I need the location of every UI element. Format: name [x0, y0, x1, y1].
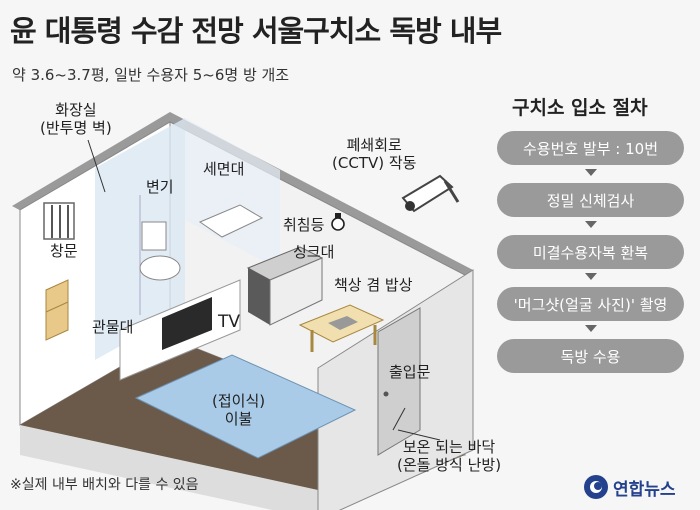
front-wall: [20, 425, 318, 510]
toilet-tank: [141, 221, 167, 251]
label-toilet-room: 화장실 (반투명 벽): [40, 101, 112, 137]
toilet-glass-back: [185, 118, 280, 270]
door-panel: [377, 307, 421, 456]
tv-screen: [162, 297, 212, 350]
night-light-icon: [331, 213, 345, 231]
disclaimer-note: ※실제 내부 배치와 다를 수 있음: [10, 477, 199, 493]
logo-text: 연합뉴스: [613, 479, 676, 500]
toilet-bowl: [139, 255, 181, 281]
floor-pointer: [397, 429, 441, 441]
procedure-step: 미결수용자복 환복: [497, 235, 684, 269]
procedure-arrow: [585, 325, 597, 332]
desk-tray: [328, 316, 358, 330]
procedure-step: 수용번호 발부 : 10번: [497, 131, 684, 165]
cctv-icon: [401, 174, 460, 213]
label-cabinet: 관물대: [92, 318, 134, 336]
label-tv: TV: [218, 312, 241, 332]
label-night-light: 취침등: [283, 216, 325, 234]
sink-side: [248, 268, 270, 325]
procedure-step: 독방 수용: [497, 339, 684, 373]
cabinet-shelf: [45, 301, 69, 313]
label-toilet: 변기: [146, 178, 174, 196]
toilet-room-pointer: [87, 139, 106, 193]
sink-front: [269, 257, 323, 326]
floor-pointer: [392, 407, 406, 431]
label-window: 창문: [50, 242, 78, 260]
label-sink: 싱크대: [293, 243, 335, 261]
page-title: 윤 대통령 수감 전망 서울구치소 독방 내부: [10, 14, 502, 48]
logo-icon: [584, 475, 608, 499]
procedure-arrow: [585, 169, 597, 176]
page-subtitle: 약 3.6~3.7평, 일반 수용자 5~6명 방 개조: [12, 66, 290, 84]
brand-logo: 연합뉴스: [583, 474, 676, 500]
label-cctv: 폐쇄회로 (CCTV) 작동: [332, 136, 417, 172]
bedding-mat: [134, 354, 357, 459]
procedure-arrow: [585, 273, 597, 280]
label-door: 출입문: [389, 363, 431, 381]
label-floor: 보온 되는 바닥 (온돌 방식 난방): [397, 438, 502, 474]
procedure-step: '머그샷(얼굴 사진)' 촬영: [497, 287, 684, 321]
label-bedding: (접이식) 이불: [212, 392, 266, 428]
procedure-step: 정밀 신체검사: [497, 183, 684, 217]
washbasin: [198, 204, 264, 238]
procedure-arrow: [585, 221, 597, 228]
door-knob: [383, 391, 389, 397]
procedure-title: 구치소 입소 절차: [512, 97, 648, 119]
label-washbasin: 세면대: [203, 160, 245, 178]
label-desk: 책상 겸 밥상: [334, 276, 413, 294]
cabinet-front: [45, 279, 69, 341]
